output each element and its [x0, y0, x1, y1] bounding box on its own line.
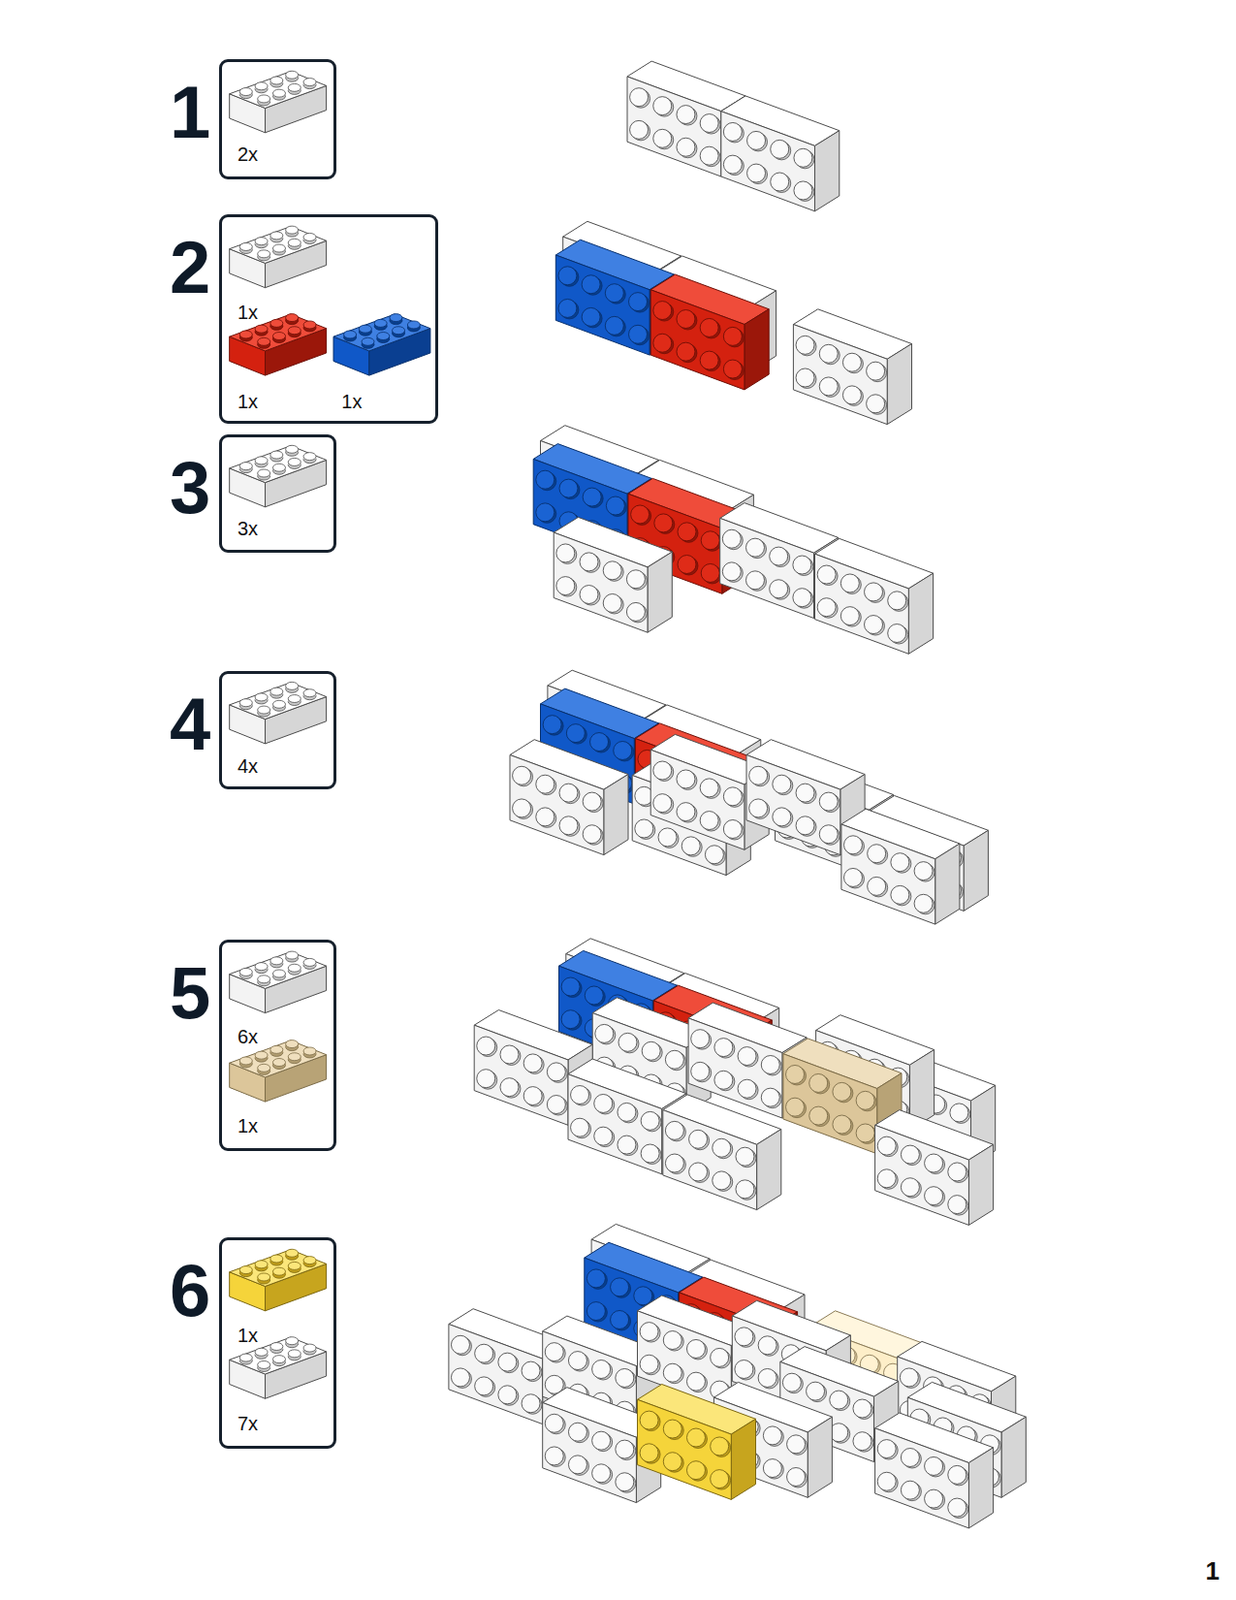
brick: [815, 538, 934, 654]
part-icon: [229, 1040, 327, 1103]
part-icon: [229, 950, 327, 1014]
parts-box: 44x: [219, 670, 337, 790]
parts-box: 61x7x: [219, 1236, 337, 1449]
brick: [509, 739, 629, 856]
assembly: [448, 1223, 1026, 1528]
brick: [663, 1094, 782, 1210]
part-icon: [333, 314, 431, 377]
page-number: 1: [1204, 1556, 1219, 1585]
part-icon: [229, 1248, 327, 1311]
quantity-label: 7x: [237, 1412, 258, 1434]
parts-box: 56x1x: [219, 939, 337, 1151]
assembly: [509, 669, 988, 924]
part-icon: [229, 444, 327, 508]
quantity-label: 2x: [237, 143, 258, 165]
assembly: [627, 61, 840, 212]
quantity-label: 4x: [237, 755, 258, 777]
parts-box: 12x: [219, 59, 337, 180]
quantity-label: 1x: [237, 390, 258, 412]
brick: [637, 1384, 757, 1500]
quantity-label: 1x: [237, 1324, 258, 1346]
part-icon: [229, 225, 327, 288]
brick: [792, 309, 912, 425]
brick: [875, 1109, 994, 1226]
assembly: [533, 425, 933, 655]
quantity-label: 1x: [341, 390, 362, 412]
assembly: [474, 938, 995, 1226]
step-number: 5: [169, 955, 211, 1030]
brick: [746, 739, 865, 856]
step-number: 2: [169, 230, 211, 305]
quantity-label: 1x: [237, 1114, 258, 1137]
brick: [650, 274, 769, 390]
step-number: 3: [169, 450, 211, 525]
brick: [875, 1412, 994, 1528]
part-icon: [229, 70, 327, 133]
quantity-label: 6x: [237, 1025, 258, 1047]
brick: [721, 95, 840, 212]
brick: [628, 477, 747, 594]
quantity-label: 1x: [237, 301, 258, 323]
parts-box: 21x1x1x: [219, 214, 439, 424]
assembly: [555, 221, 912, 424]
quantity-label: 3x: [237, 517, 258, 539]
parts-box: 33x: [219, 434, 337, 553]
part-icons: [229, 70, 431, 1398]
brick: [841, 808, 960, 924]
step-number: 1: [169, 75, 211, 150]
brick: [553, 516, 672, 633]
step-number: 4: [169, 687, 211, 761]
part-icon: [229, 681, 327, 744]
step-number: 6: [169, 1253, 211, 1328]
